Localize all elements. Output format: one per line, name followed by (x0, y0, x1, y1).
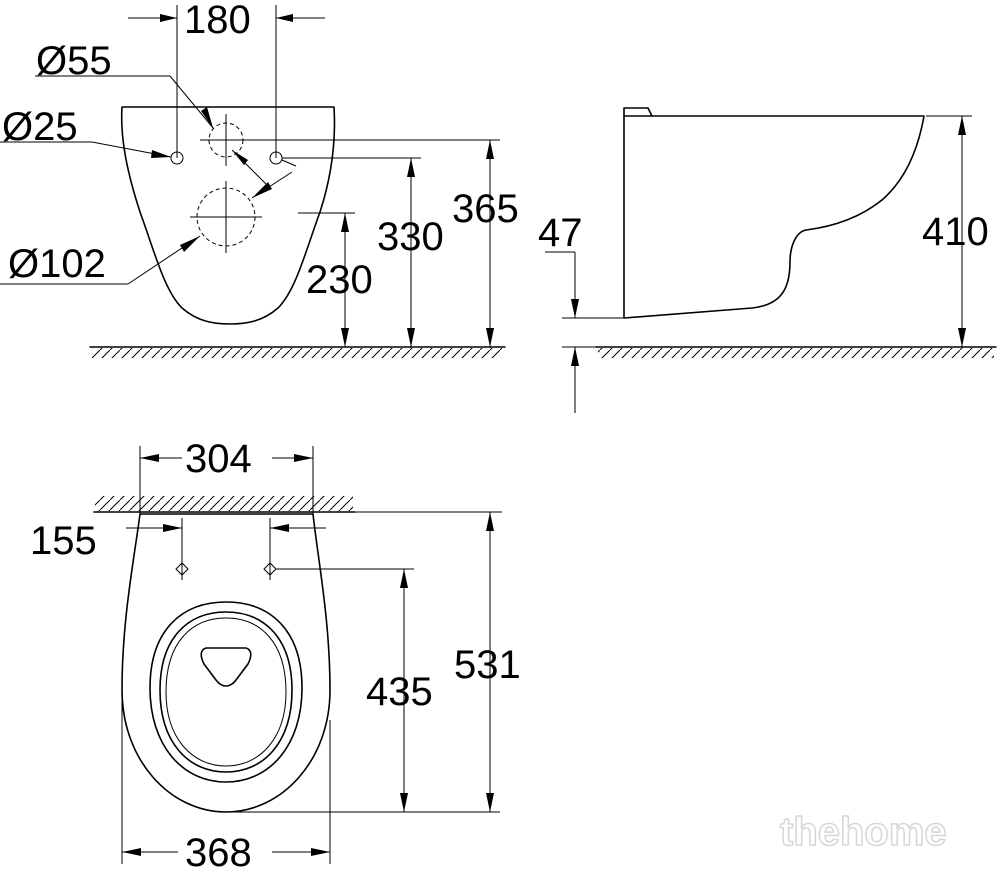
front-bowl-outline (120, 106, 336, 325)
dim-dia-55: Ø55 (36, 39, 112, 83)
watermark-text: thehome (780, 810, 947, 854)
top-view: 304 155 435 531 368 (30, 437, 521, 872)
dim-410: 410 (922, 210, 989, 254)
dim-155: 155 (30, 519, 97, 563)
seat-inner (159, 611, 293, 773)
top-bowl-outline (121, 513, 331, 813)
dim-368: 368 (185, 831, 252, 872)
dim-180: 180 (184, 0, 251, 42)
seat-outer (149, 601, 303, 783)
dim-230: 230 (306, 258, 373, 302)
side-bowl-outline (623, 107, 925, 319)
dim-dia-25: Ø25 (2, 105, 78, 149)
front-view: 180 Ø55 Ø25 Ø102 230 330 (0, 0, 519, 358)
dim-435: 435 (366, 670, 433, 714)
seat-hinge-cap (200, 647, 252, 687)
dim-365: 365 (452, 187, 519, 231)
dim-dia-102: Ø102 (8, 242, 106, 286)
fixing-hole-right (263, 558, 277, 580)
dim-304: 304 (185, 437, 252, 481)
dim-330: 330 (377, 215, 444, 259)
dim-531: 531 (454, 643, 521, 687)
fixing-hole-left (175, 558, 189, 580)
side-view: 410 47 (538, 107, 997, 413)
dim-47: 47 (538, 211, 583, 255)
